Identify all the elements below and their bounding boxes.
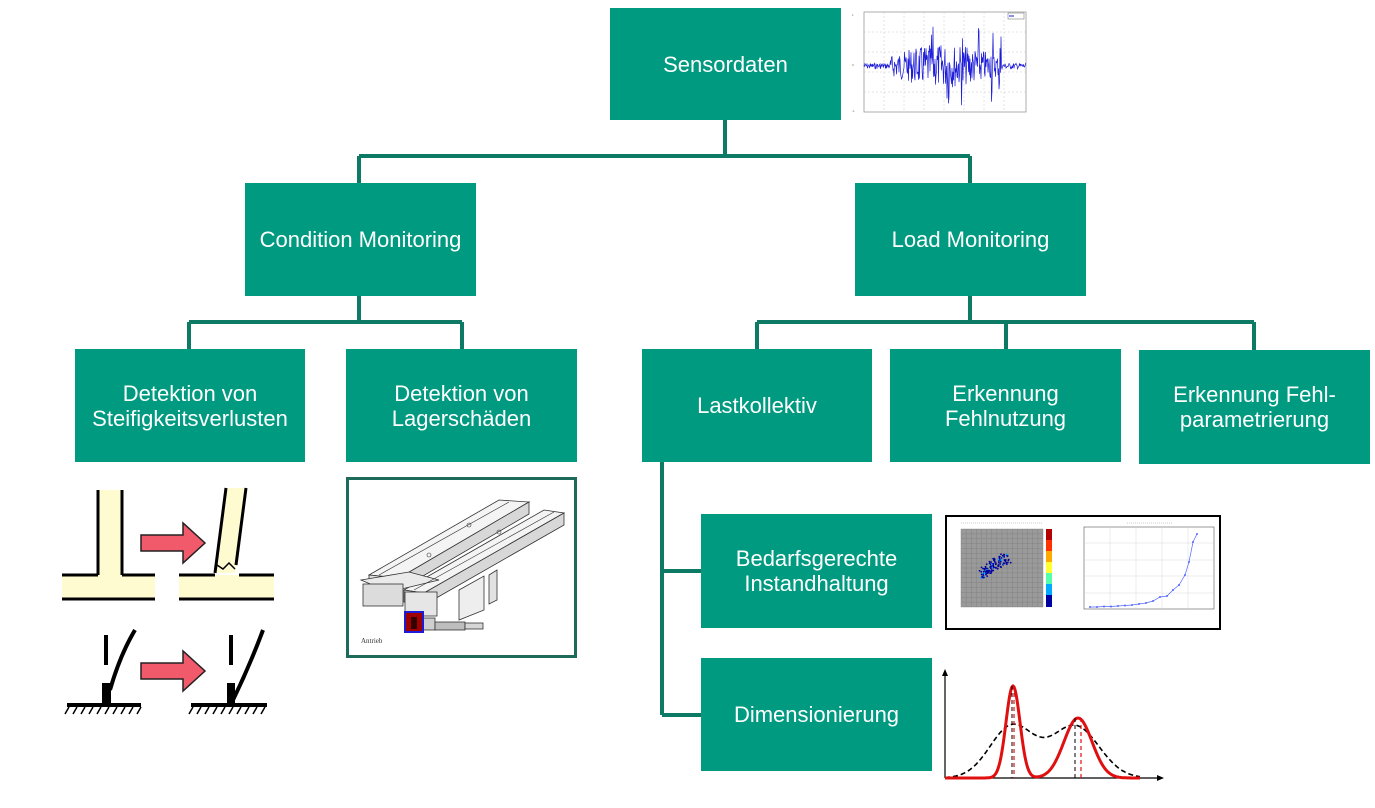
- node-lagerschaeden-label: Detektion von Lagerschäden: [391, 380, 532, 431]
- cracked-joint-icon: [179, 487, 274, 601]
- node-fehlparametrierung: Erkennung Fehl- parametrierung: [1139, 350, 1370, 464]
- node-fehlnutzung-label: Erkennung Fehlnutzung: [944, 380, 1067, 431]
- node-instandhaltung: Bedarfsgerechte Instandhaltung: [701, 514, 932, 628]
- linear-axis-cad: Antrieb: [359, 499, 566, 645]
- node-fehlnutzung: Erkennung Fehlnutzung: [890, 349, 1121, 462]
- load-strength-distributions: [942, 669, 1164, 781]
- node-dimensionierung-label: Dimensionierung: [733, 702, 900, 727]
- node-dimensionierung: Dimensionierung: [701, 658, 932, 771]
- node-sensordaten: Sensordaten: [610, 8, 841, 120]
- cad-label-antrieb: Antrieb: [361, 637, 383, 645]
- right-arrow-icon: [140, 521, 207, 565]
- node-steifigkeitsverluste-label: Detektion von Steifigkeitsverlusten: [92, 380, 288, 431]
- node-condition-monitoring-label: Condition Monitoring: [259, 227, 462, 252]
- node-lastkollektiv-label: Lastkollektiv: [697, 393, 817, 418]
- node-condition-monitoring: Condition Monitoring: [245, 183, 476, 296]
- node-load-monitoring-label: Load Monitoring: [891, 227, 1050, 252]
- sensor-signal-plot: 1 0 -1: [850, 8, 1030, 120]
- right-arrow-icon: [140, 649, 207, 693]
- rainflow-matrix-plot: [960, 522, 1052, 608]
- svg-text:0: 0: [852, 63, 854, 67]
- node-sensordaten-label: Sensordaten: [663, 51, 788, 77]
- node-fehlparametrierung-label: Erkennung Fehl- parametrierung: [1173, 382, 1336, 432]
- rainflow-and-trend-plots: [945, 515, 1221, 630]
- node-lastkollektiv: Lastkollektiv: [642, 349, 872, 462]
- svg-text:-1: -1: [852, 109, 855, 113]
- node-steifigkeitsverluste: Detektion von Steifigkeitsverlusten: [75, 349, 305, 462]
- node-instandhaltung-label: Bedarfsgerechte Instandhaltung: [735, 546, 898, 596]
- elastic-support-icon: [64, 628, 142, 715]
- linear-axis-cad-frame: Antrieb: [346, 477, 577, 658]
- colorbar: [1046, 529, 1052, 607]
- bearing-highlight-icon: [404, 611, 424, 633]
- intact-joint-icon: [62, 490, 155, 601]
- trend-plot: [1083, 522, 1215, 610]
- weakened-support-icon: [188, 629, 267, 715]
- node-lagerschaeden: Detektion von Lagerschäden: [346, 349, 577, 462]
- node-load-monitoring: Load Monitoring: [855, 183, 1086, 296]
- svg-text:1: 1: [852, 13, 854, 17]
- stiffness-loss-sketch: [62, 487, 274, 715]
